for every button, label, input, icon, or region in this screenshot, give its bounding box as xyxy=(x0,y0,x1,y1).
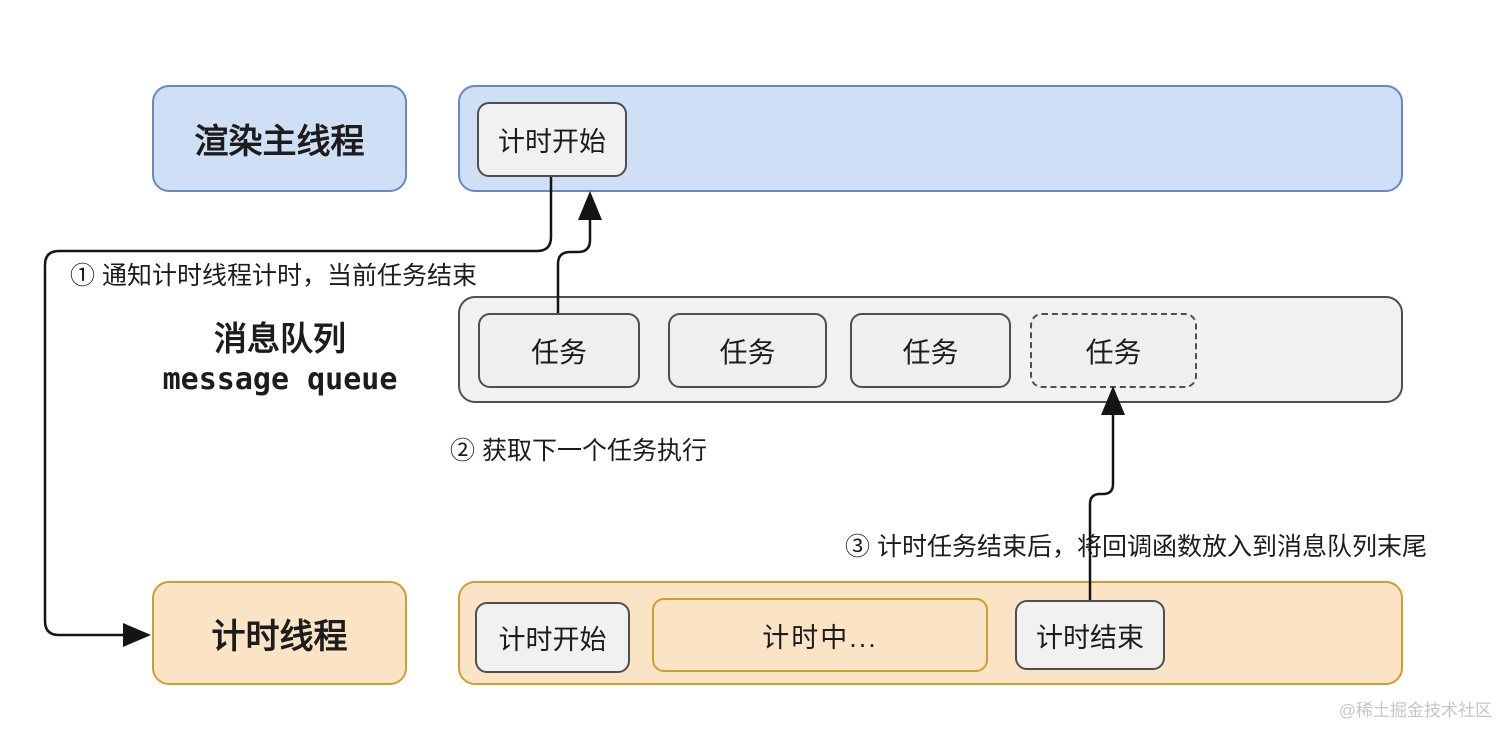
task-label: 任务 xyxy=(530,336,587,368)
task-label: 任务 xyxy=(719,336,776,368)
timing-in-progress-label: 计时中... xyxy=(762,622,878,653)
timer-start-label-timer: 计时开始 xyxy=(498,625,607,655)
timer-thread-label-box: 计时线程 xyxy=(152,581,407,685)
task-box-4-pending-callback: 任务 xyxy=(1030,313,1197,388)
timer-end-label: 计时结束 xyxy=(1036,622,1144,653)
task-box-1: 任务 xyxy=(478,313,640,388)
task-box-2: 任务 xyxy=(668,313,827,388)
task-box-3: 任务 xyxy=(850,313,1011,388)
timer-thread-label: 计时线程 xyxy=(211,617,348,656)
timing-in-progress-box: 计时中... xyxy=(652,598,988,672)
task-label: 任务 xyxy=(1085,336,1142,368)
task-label: 任务 xyxy=(902,336,959,368)
timer-end-box: 计时结束 xyxy=(1015,600,1165,670)
timer-start-box-timer-thread: 计时开始 xyxy=(475,602,630,673)
timer-start-box-main-thread: 计时开始 xyxy=(477,102,627,177)
timer-start-label-main: 计时开始 xyxy=(498,127,606,157)
render-main-thread-label: 渲染主线程 xyxy=(194,123,365,161)
render-main-thread-label-box: 渲染主线程 xyxy=(152,85,407,192)
